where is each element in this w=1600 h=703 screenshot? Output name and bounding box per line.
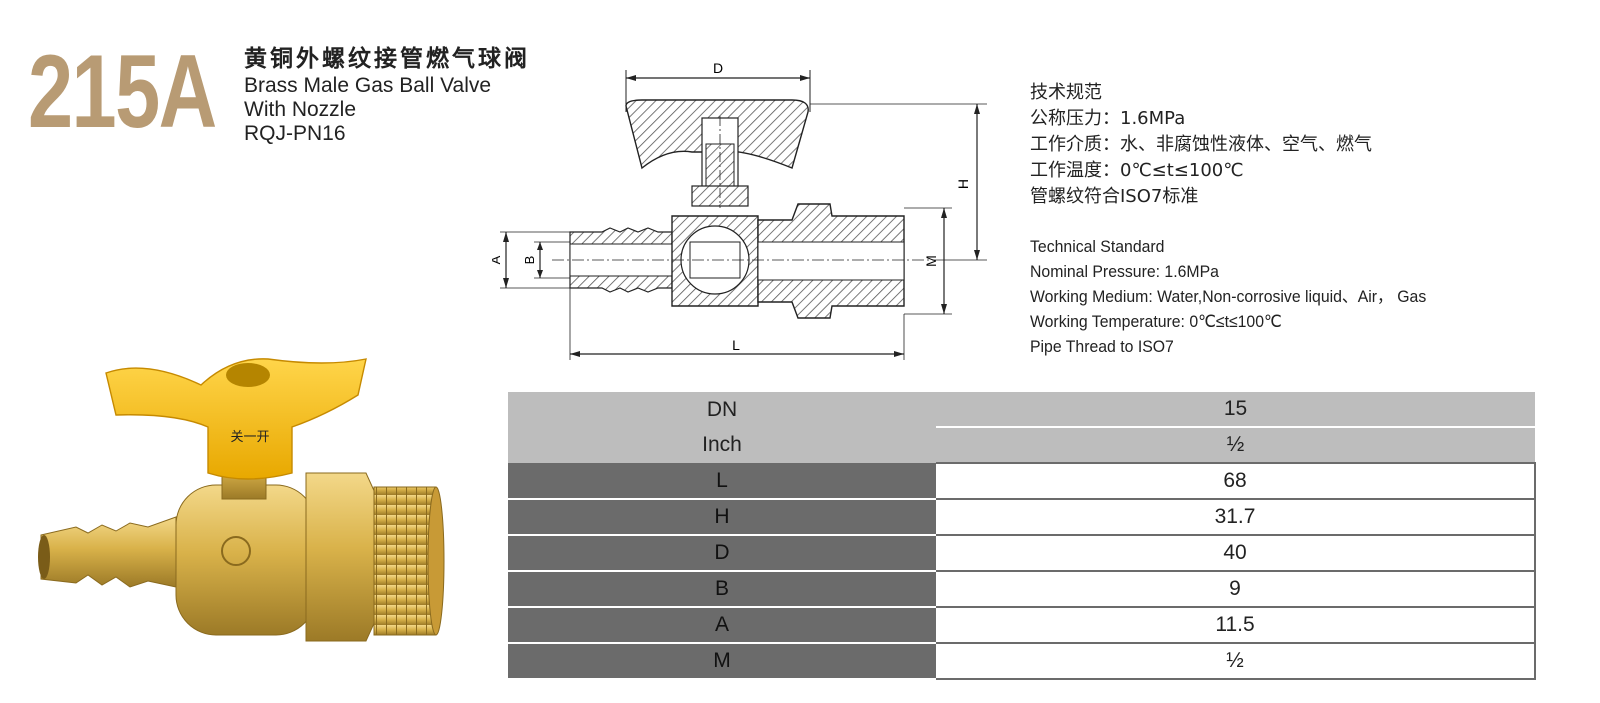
table-row-label: M bbox=[508, 643, 936, 680]
spec-en-thread: Pipe Thread to ISO7 bbox=[1030, 337, 1174, 356]
model-number: 215A bbox=[28, 34, 217, 150]
dimension-b-label: B bbox=[522, 256, 537, 265]
table-row: Inch ½ bbox=[508, 427, 1535, 463]
title-english-line2: With Nozzle bbox=[244, 98, 357, 121]
table-row: DN 15 bbox=[508, 392, 1535, 428]
table-header-label: Inch bbox=[508, 427, 936, 463]
table-row-value: 68 bbox=[936, 462, 1536, 500]
table-header-value: ½ bbox=[936, 427, 1535, 463]
table-row: M ½ bbox=[508, 642, 1536, 680]
cross-section-drawing: D H M A B L bbox=[492, 60, 987, 360]
spec-en-pressure: Nominal Pressure: 1.6MPa bbox=[1030, 262, 1219, 281]
spec-english: Technical Standard Nominal Pressure: 1.6… bbox=[1030, 234, 1426, 359]
spec-chinese: 技术规范 公称压力：1.6MPa 工作介质：水、非腐蚀性液体、空气、燃气 工作温… bbox=[1030, 80, 1372, 210]
spec-cn-thread: 管螺纹符合ISO7标准 bbox=[1030, 186, 1199, 207]
table-header-value: 15 bbox=[936, 392, 1535, 428]
table-row: D 40 bbox=[508, 534, 1536, 572]
table-row-label: H bbox=[508, 499, 936, 536]
product-code: RQJ-PN16 bbox=[244, 122, 346, 145]
dimensions-table: DN 15 Inch ½ L 68 H 31.7 D 40 B 9 A 11.5… bbox=[508, 392, 1536, 680]
handle-marking: 关一开 bbox=[230, 430, 269, 445]
spec-cn-temperature: 工作温度：0℃≤t≤100℃ bbox=[1030, 160, 1244, 181]
product-image: 关一开 bbox=[38, 358, 445, 642]
dimension-a-label: A bbox=[492, 255, 503, 264]
table-row: L 68 bbox=[508, 462, 1536, 500]
table-row-label: L bbox=[508, 463, 936, 500]
title-english-line1: Brass Male Gas Ball Valve bbox=[244, 74, 492, 97]
title-chinese: 黄铜外螺纹接管燃气球阀 bbox=[244, 46, 530, 72]
table-row-value: 31.7 bbox=[936, 498, 1536, 536]
spec-en-medium: Working Medium: Water,Non-corrosive liqu… bbox=[1030, 287, 1427, 306]
dimension-h-label: H bbox=[955, 179, 971, 189]
spec-en-heading: Technical Standard bbox=[1030, 237, 1165, 256]
spec-cn-medium: 工作介质：水、非腐蚀性液体、空气、燃气 bbox=[1030, 134, 1372, 155]
table-row-value: 40 bbox=[936, 534, 1536, 572]
table-header-label: DN bbox=[508, 392, 936, 427]
table-row-label: B bbox=[508, 571, 936, 608]
table-row-label: A bbox=[508, 607, 936, 644]
spec-cn-pressure: 公称压力：1.6MPa bbox=[1030, 108, 1186, 129]
spec-en-temperature: Working Temperature: 0℃≤t≤100℃ bbox=[1030, 312, 1282, 331]
table-row: A 11.5 bbox=[508, 606, 1536, 644]
dimension-d-label: D bbox=[713, 60, 723, 76]
table-row-label: D bbox=[508, 535, 936, 572]
table-row-value: ½ bbox=[936, 642, 1536, 680]
dimension-m-label: M bbox=[923, 255, 939, 267]
spec-cn-heading: 技术规范 bbox=[1030, 82, 1102, 103]
table-row: H 31.7 bbox=[508, 498, 1536, 536]
table-row-value: 11.5 bbox=[936, 606, 1536, 644]
table-row: B 9 bbox=[508, 570, 1536, 608]
title-block: 黄铜外螺纹接管燃气球阀 Brass Male Gas Ball Valve Wi… bbox=[244, 44, 530, 146]
table-row-value: 9 bbox=[936, 570, 1536, 608]
dimension-l-label: L bbox=[732, 337, 740, 353]
